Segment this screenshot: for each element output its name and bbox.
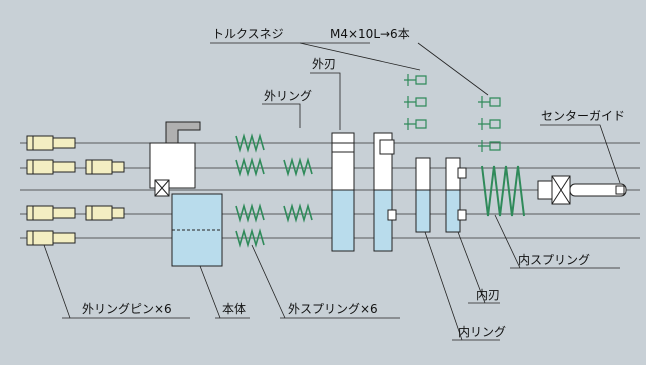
pin-3: [26, 205, 76, 221]
screw-1: [404, 74, 427, 86]
label-outer-blade: 外刃: [312, 57, 336, 71]
spring-3: [235, 203, 265, 223]
center-guide-part: [537, 175, 627, 205]
outer-ring-part: [331, 132, 355, 252]
label-outer-ring: 外リング: [264, 89, 312, 103]
label-inner-spring: 内スプリング: [518, 253, 590, 267]
outer-ring-pins: [26, 135, 125, 246]
inner-blade-part: [445, 157, 467, 233]
label-center-guide: センターガイド: [541, 109, 625, 123]
label-outer-ring-pin: 外リングピン×6: [82, 302, 172, 316]
label-outer-spring: 外スプリング×6: [288, 302, 378, 316]
leader-lines: [43, 42, 621, 341]
main-body-part: [149, 121, 223, 267]
spring-5: [283, 157, 313, 177]
screw-4: [478, 96, 501, 108]
pin-2: [26, 159, 76, 175]
outer-blade-part: [373, 132, 397, 252]
label-torque-screw: トルクスネジ: [212, 27, 284, 41]
outer-springs: [235, 133, 313, 248]
screw-3: [404, 118, 427, 130]
label-body: 本体: [222, 302, 246, 316]
pin-1: [26, 135, 76, 151]
spring-4: [235, 228, 265, 248]
screw-6: [478, 140, 501, 152]
torque-screws: [404, 74, 501, 152]
pin-6: [85, 205, 125, 221]
spring-1: [235, 133, 265, 153]
pin-4: [26, 230, 76, 246]
pin-5: [85, 159, 125, 175]
label-inner-ring: 内リング: [458, 325, 506, 339]
screw-5: [478, 118, 501, 130]
spring-2: [235, 157, 265, 177]
spring-6: [283, 203, 313, 223]
screw-2: [404, 96, 427, 108]
label-inner-blade: 内刃: [476, 288, 500, 302]
inner-ring-part: [415, 157, 431, 233]
label-screw-spec: M4×10L→6本: [330, 27, 410, 41]
inner-spring-part: [481, 165, 525, 217]
